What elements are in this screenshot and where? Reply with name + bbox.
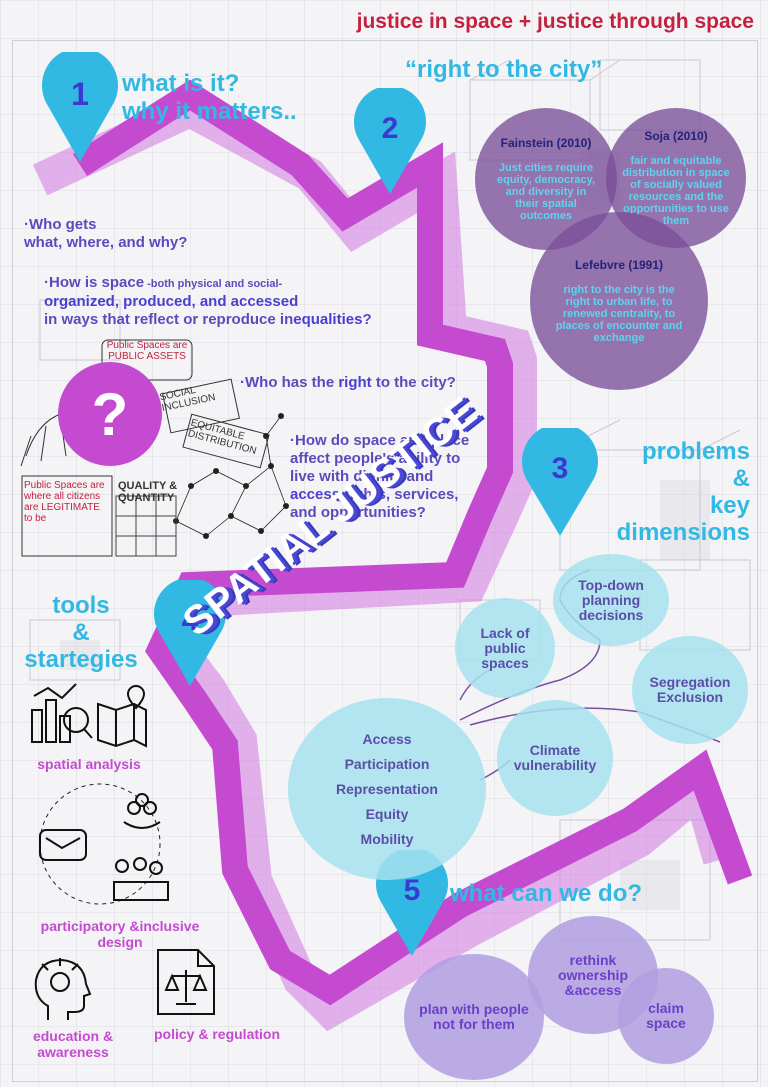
step-5-number: 5 [403, 874, 421, 907]
policy-document-icon [157, 949, 215, 1015]
step-2-marker-icon [354, 88, 426, 194]
tool-spatial-analysis-label: spatial analysis [37, 756, 141, 772]
question-affects-em: access [290, 486, 341, 503]
question-how-is-space-emphasis: organized, produced, and accessed [44, 293, 299, 310]
step-4-heading-line1: tools [52, 592, 110, 619]
tool-participatory-label: participatory &inclusive design [40, 918, 200, 950]
sketch-note-public-assets: Public Spaces are PUBLIC ASSETS [106, 340, 188, 362]
step-3-heading-line4: dimensions [616, 519, 750, 546]
step-4-marker-icon [154, 580, 226, 686]
theorist-lefebvre-text: right to the city is the right to urban … [555, 284, 683, 344]
question-who-gets: ·Who gets what, where, and why? [24, 216, 187, 252]
question-how-is-space-post-a: in ways that reflect or reproduce in [44, 311, 294, 328]
problem-top-down-label: Top-down planning decisions [578, 576, 644, 623]
dimension-access: Access [362, 730, 412, 747]
education-head-icon [34, 958, 92, 1020]
problem-lack-public-spaces: Lack of public spaces [455, 598, 555, 698]
problem-lack-label: Lack of public spaces [480, 624, 530, 671]
step-4-number: 4 [181, 604, 199, 637]
dimension-representation: Representation [336, 780, 438, 797]
question-who-has-right-post: to the city? [371, 374, 456, 391]
question-how-is-space-pre: ·How is space [44, 274, 145, 291]
dimension-participation: Participation [344, 755, 430, 772]
key-dimensions-bubble: Access Participation Representation Equi… [288, 698, 486, 880]
action-claim-space: claim space [618, 968, 714, 1064]
step-4-heading-line3: startegies [24, 646, 138, 673]
problem-climate-label: Climate vulnerability [513, 742, 597, 773]
question-affects-l5: and opportunities? [290, 504, 426, 521]
step-4-heading: tools & startegies [14, 592, 148, 673]
step-1-heading-line1: what is it? [122, 70, 240, 97]
step-3-heading-line2: & [732, 465, 750, 492]
spatial-analysis-icon [31, 683, 147, 748]
dimension-equity: Equity [365, 805, 409, 822]
tool-education-label: education & awareness [32, 1028, 114, 1060]
dimension-mobility: Mobility [360, 830, 414, 847]
problem-segregation: Segregation Exclusion [632, 636, 748, 744]
theorist-fainstein-name: Fainstein (2010) [500, 136, 592, 150]
step-1-heading: what is it? why it matters.. [122, 70, 297, 126]
step-1-marker-icon [42, 52, 118, 162]
question-how-is-space: ·How is space -both physical and social-… [44, 274, 414, 329]
question-who-has-right-em: right [338, 374, 372, 391]
step-3-heading-line1: problems [641, 438, 750, 465]
action-claim-label: claim space [646, 1000, 686, 1031]
question-who-has-right: ·Who has the right to the city? [240, 374, 456, 392]
step-1-number: 1 [71, 76, 89, 112]
question-mark-circle: ? [58, 362, 162, 466]
key-dimensions-list: Access Participation Representation Equi… [336, 730, 438, 847]
theorist-soja-text: fair and equitable distribution in space… [622, 155, 730, 227]
step-4-heading-line2: & [72, 619, 90, 646]
step-3-heading-line3: key [709, 492, 750, 519]
question-how-space-affects: ·How do space and place affect people's … [290, 432, 510, 522]
theorist-lefebvre-name: Lefebvre (1991) [574, 258, 664, 272]
action-rethink-label: rethink ownership &access [557, 951, 628, 998]
question-affects-l4: rights, services, [340, 486, 459, 503]
theorist-lefebvre: Lefebvre (1991) right to the city is the… [530, 212, 708, 390]
question-how-is-space-emphasis2: equalities [293, 311, 363, 328]
theorist-soja-name: Soja (2010) [644, 129, 708, 143]
step-3-heading: problems & key dimensions [590, 438, 750, 546]
action-plan-label: plan with people not for them [419, 1001, 529, 1032]
step-2-heading: “right to the city” [405, 56, 603, 83]
question-affects-l1: ·How do space and place [290, 432, 470, 449]
sketch-note-quality: QUALITY & QUANTITY [118, 480, 178, 504]
sketch-note-legitimate: Public Spaces are where all citizens are… [24, 480, 105, 524]
question-affects-l3: live with dignity and [290, 468, 434, 485]
participatory-design-icon [39, 783, 169, 905]
theorist-soja: Soja (2010) fair and equitable distribut… [606, 108, 746, 248]
tool-policy-label: policy & regulation [154, 1026, 281, 1042]
theorist-fainstein-text: Just cities require equity, democracy, a… [496, 162, 596, 222]
problem-segregation-label: Segregation Exclusion [649, 674, 731, 705]
question-affects-l2: affect people's ability to [290, 450, 461, 467]
poster-title: justice in space + justice through space [356, 10, 754, 33]
step-5-heading: what can we do? [450, 880, 643, 907]
step-3-number: 3 [551, 452, 569, 485]
sketch-illustration [20, 339, 289, 557]
step-2-number: 2 [381, 112, 399, 145]
question-how-is-space-post-b: ? [362, 311, 372, 328]
question-who-gets-line1: ·Who gets [24, 216, 97, 233]
question-how-is-space-small: -both physical and social- [144, 278, 283, 290]
problem-top-down: Top-down planning decisions [553, 554, 669, 646]
problem-climate: Climate vulnerability [497, 700, 613, 816]
step-1-heading-line2: why it matters.. [122, 98, 297, 125]
step-3-marker-icon [522, 428, 598, 536]
frame [12, 40, 758, 1082]
question-who-has-right-pre: ·Who has the [240, 374, 339, 391]
question-who-gets-line2: what, where, and why? [24, 234, 188, 251]
action-plan-with-people: plan with people not for them [404, 954, 544, 1080]
